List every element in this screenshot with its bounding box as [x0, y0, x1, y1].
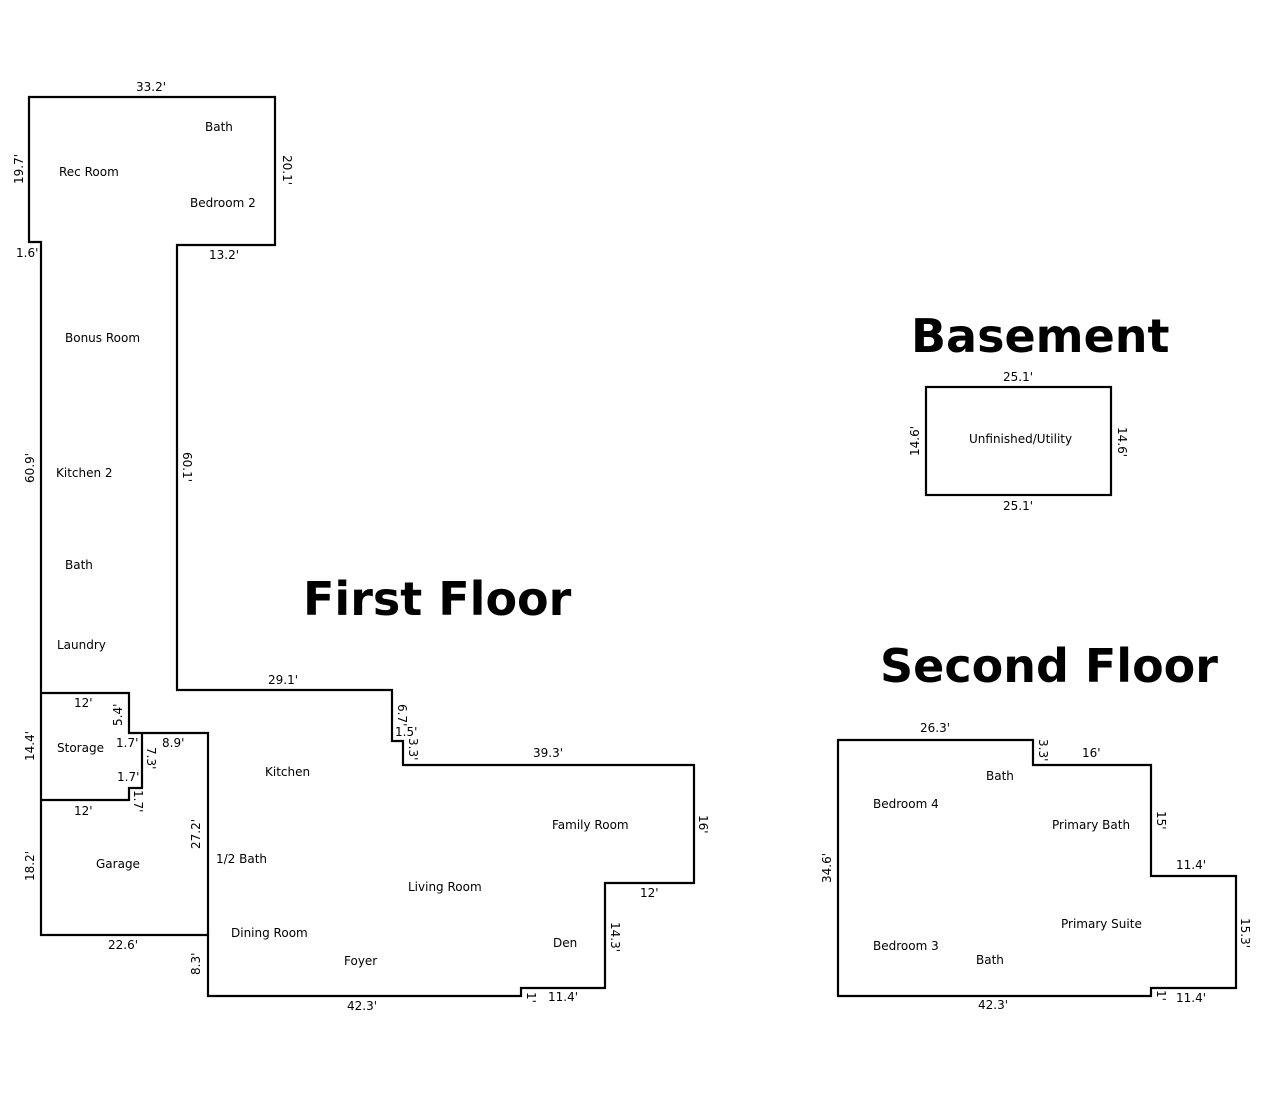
dim-right-upper: 20.1': [280, 155, 294, 185]
dim-step-a: 6.7': [395, 704, 409, 726]
dim-left-long: 60.9': [23, 453, 37, 483]
dim-second-right-lower: 15.3': [1238, 918, 1252, 948]
dim-storage-left: 14.4': [23, 731, 37, 761]
dim-basement-bottom: 25.1': [1003, 499, 1033, 513]
dim-second-bottom: 42.3': [978, 998, 1008, 1012]
dim-step-b: 1.5': [395, 725, 417, 739]
dim-notch-bottom: 13.2': [209, 248, 239, 262]
room-bedroom-2: Bedroom 2: [190, 196, 256, 210]
dim-second-bottom-right: 11.4': [1176, 991, 1206, 1005]
storage-inner-wall: [41, 733, 144, 802]
dim-family-top: 39.3': [533, 746, 563, 760]
room-kitchen: Kitchen: [265, 765, 310, 779]
room-primary-suite: Primary Suite: [1061, 917, 1142, 931]
dim-basement-top: 25.1': [1003, 370, 1033, 384]
second-floor-outline: [836, 738, 1238, 998]
dim-den-right: 14.3': [608, 922, 622, 952]
dim-den-bottom: 11.4': [548, 990, 578, 1004]
room-bath-upper: Bath: [205, 120, 233, 134]
dim-basement-left: 14.6': [908, 426, 922, 456]
dim-storage-e: 8.9': [162, 736, 184, 750]
dim-storage-b: 1.7': [117, 770, 139, 784]
dim-foyer-left: 8.3': [189, 953, 203, 975]
room-primary-bath: Primary Bath: [1052, 818, 1130, 832]
dim-right-long: 60.1': [180, 452, 194, 482]
basement: Basement Unfinished/Utility 25.1' 25.1' …: [908, 309, 1170, 513]
dim-notch-left: 1.6': [16, 246, 38, 260]
second-floor: Second Floor Bath Bedroom 4 Primary Bath…: [820, 639, 1252, 1012]
dim-second-left: 34.6': [820, 853, 834, 883]
dim-garage-left: 18.2': [23, 851, 37, 881]
room-family-room: Family Room: [552, 818, 629, 832]
dim-family-right: 16': [696, 815, 710, 834]
dim-step-c: 3.3': [406, 738, 420, 760]
dim-basement-right: 14.6': [1115, 427, 1129, 457]
dim-top: 33.2': [136, 80, 166, 94]
room-foyer: Foyer: [344, 954, 377, 968]
room-utility: Unfinished/Utility: [969, 432, 1072, 446]
first-floor-outline: [27, 95, 696, 998]
room-den: Den: [553, 936, 577, 950]
dim-storage-bottom: 12': [74, 804, 93, 818]
dim-corridor: 29.1': [268, 673, 298, 687]
dim-second-mid: 11.4': [1176, 858, 1206, 872]
dim-storage-top: 12': [74, 696, 93, 710]
dim-second-step-b: 1': [1154, 990, 1168, 1001]
second-floor-title: Second Floor: [880, 639, 1218, 693]
basement-outline: [924, 385, 1113, 497]
dim-second-top-left: 26.3': [920, 721, 950, 735]
dim-second-top-right: 16': [1082, 746, 1101, 760]
dim-storage-a: 1.7': [116, 736, 138, 750]
dim-storage-c: 1.7': [131, 790, 145, 812]
dim-left-upper: 19.7': [12, 154, 26, 184]
room-bath-bottom: Bath: [976, 953, 1004, 967]
room-laundry: Laundry: [57, 638, 106, 652]
room-storage: Storage: [57, 741, 104, 755]
dim-kitchen-left: 27.2': [189, 819, 203, 849]
dim-second-step-a: 3.3': [1036, 739, 1050, 761]
room-garage: Garage: [96, 857, 140, 871]
dim-second-right-upper: 15': [1154, 811, 1168, 830]
storage-outline: [41, 691, 210, 935]
dim-bottom: 42.3': [347, 999, 377, 1013]
room-dining-room: Dining Room: [231, 926, 308, 940]
room-bedroom-4: Bedroom 4: [873, 797, 939, 811]
room-rec-room: Rec Room: [59, 165, 119, 179]
room-half-bath: 1/2 Bath: [216, 852, 267, 866]
dim-storage-step: 5.4': [111, 704, 125, 726]
room-bath-top: Bath: [986, 769, 1014, 783]
basement-title: Basement: [911, 309, 1170, 363]
room-kitchen-2: Kitchen 2: [56, 466, 113, 480]
dim-garage-bottom: 22.6': [108, 938, 138, 952]
first-floor-title: First Floor: [303, 572, 572, 626]
dim-den-step: 1': [524, 992, 538, 1003]
dim-storage-d: 7.3': [144, 747, 158, 769]
first-floor: First Floor Bath Rec Room Bedroom 2 Bonu…: [12, 80, 710, 1013]
dim-den-top: 12': [640, 886, 659, 900]
room-bedroom-3: Bedroom 3: [873, 939, 939, 953]
room-living-room: Living Room: [408, 880, 482, 894]
room-bonus-room: Bonus Room: [65, 331, 140, 345]
room-bath-lower: Bath: [65, 558, 93, 572]
